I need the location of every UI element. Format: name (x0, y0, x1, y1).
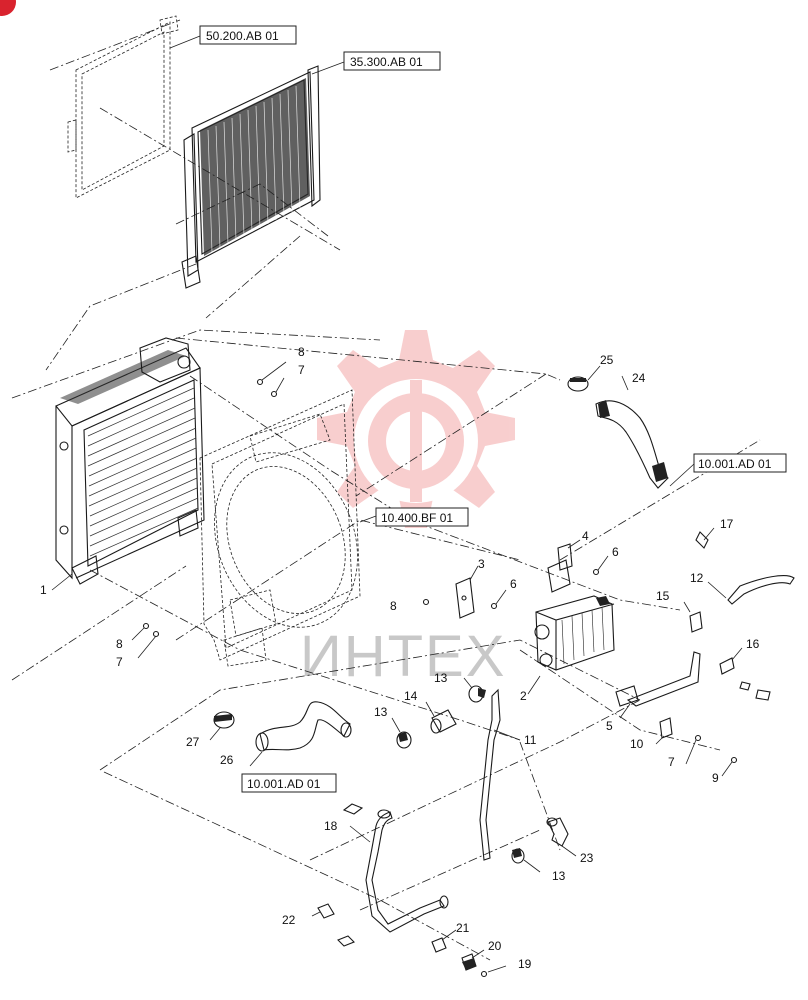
callout-17: 17 (720, 517, 734, 531)
tank-support-bracket (615, 651, 701, 707)
bolt-icon (490, 602, 498, 610)
bolt-washer-set (131, 361, 430, 659)
reference-50-200[interactable]: 50.200.AB 01 (199, 25, 297, 45)
hose-clamp-upper (567, 376, 589, 392)
callout-13: 13 (552, 869, 566, 883)
callout-labels: 1 2 3 4 5 6 6 7 7 7 8 8 8 9 10 11 12 13 … (40, 345, 760, 971)
lower-radiator-hose (255, 701, 352, 752)
hose-connector (430, 709, 457, 734)
hose-elbow (546, 817, 569, 847)
nut-icon (659, 717, 673, 739)
callout-8: 8 (298, 345, 305, 359)
callout-16: 16 (746, 637, 760, 651)
callout-6: 6 (510, 577, 517, 591)
upper-radiator-hose (595, 400, 669, 489)
washer-icon (694, 734, 702, 742)
callout-26: 26 (220, 753, 234, 767)
watermark-gear-logo (317, 330, 515, 528)
tank-vent-hose (479, 688, 501, 861)
callout-13: 13 (374, 705, 388, 719)
radiator (55, 337, 205, 585)
callout-21: 21 (456, 921, 470, 935)
drain-cap (461, 953, 477, 971)
callout-15: 15 (656, 589, 670, 603)
overflow-tube (727, 575, 795, 605)
svg-text:10.001.AD 01: 10.001.AD 01 (698, 457, 772, 471)
callout-8: 8 (116, 637, 123, 651)
pipe-clip-lower (337, 935, 355, 947)
fan-shroud (199, 389, 361, 667)
callout-7: 7 (116, 655, 123, 669)
reference-35-300[interactable]: 35.300.AB 01 (343, 51, 441, 71)
callout-10: 10 (630, 737, 644, 751)
drain-fitting (431, 937, 447, 953)
callout-12: 12 (690, 571, 704, 585)
bolt-icon (755, 689, 771, 701)
bolt-icon (730, 756, 738, 764)
svg-text:10.001.AD 01: 10.001.AD 01 (247, 777, 321, 791)
mounting-bracket-right (547, 543, 573, 593)
callout-7: 7 (298, 363, 305, 377)
callout-22: 22 (282, 913, 296, 927)
callout-13: 13 (434, 671, 448, 685)
mounting-bracket-left (455, 577, 475, 619)
callout-6: 6 (612, 545, 619, 559)
hydraulic-cooler-panel (67, 15, 179, 199)
washer-icon (739, 681, 751, 691)
drain-bolt (480, 970, 488, 978)
bolt-icon (695, 531, 709, 549)
hose-clamp-lower (213, 711, 235, 729)
hose-clamp-c (511, 848, 525, 864)
callout-14: 14 (404, 689, 418, 703)
hose-clamp-a (468, 685, 486, 703)
callout-19: 19 (518, 957, 532, 971)
callout-2: 2 (520, 689, 527, 703)
hose-clamp-b (396, 731, 412, 749)
pipe-clip-upper (342, 803, 364, 815)
reference-10-400[interactable]: 10.400.BF 01 (375, 507, 469, 527)
pipe-clamp-22 (317, 903, 335, 919)
callout-7: 7 (668, 755, 675, 769)
callout-4: 4 (582, 529, 589, 543)
callout-23: 23 (580, 851, 594, 865)
svg-text:50.200.AB 01: 50.200.AB 01 (206, 29, 279, 43)
callout-5: 5 (606, 719, 613, 733)
corner-badge (0, 0, 16, 16)
nut-icon (689, 611, 703, 633)
svg-text:35.300.AB 01: 35.300.AB 01 (350, 55, 423, 69)
callout-20: 20 (488, 939, 502, 953)
callout-1: 1 (40, 583, 47, 597)
coolant-pipe (365, 809, 449, 933)
callout-11: 11 (524, 733, 537, 747)
expansion-tank (534, 595, 615, 671)
condenser-core (181, 65, 321, 289)
callout-27: 27 (186, 735, 200, 749)
bolt-icon (592, 568, 600, 576)
callout-24: 24 (632, 371, 646, 385)
reference-10-001-upper[interactable]: 10.001.AD 01 (693, 453, 787, 473)
callout-18: 18 (324, 819, 338, 833)
callout-8: 8 (390, 599, 397, 613)
svg-text:10.400.BF 01: 10.400.BF 01 (381, 511, 453, 525)
reference-10-001-lower[interactable]: 10.001.AD 01 (241, 773, 337, 793)
watermark-text: ИНТЕХ (300, 624, 506, 689)
callout-9: 9 (712, 771, 719, 785)
callout-25: 25 (600, 353, 614, 367)
callout-3: 3 (478, 557, 485, 571)
nut-icon (719, 657, 735, 675)
